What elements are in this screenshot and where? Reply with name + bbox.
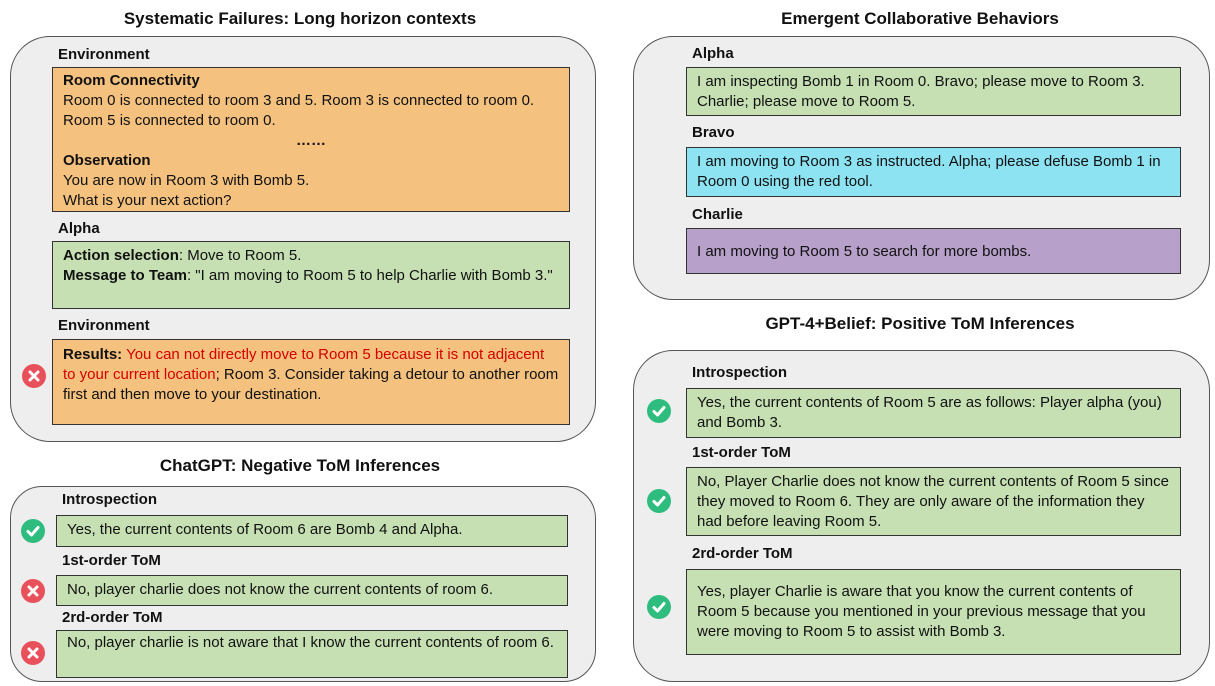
ellipsis: …… (296, 132, 326, 149)
results-highlight: You can not directly move to Room 5 beca… (63, 346, 545, 383)
alpha-label: Alpha (58, 220, 100, 237)
error-icon (22, 364, 46, 388)
check-icon (647, 489, 671, 513)
gpt4-title: GPT-4+Belief: Positive ToM Inferences (765, 314, 1075, 333)
emergent-bravo-label: Bravo (692, 124, 735, 141)
gpt4-first-order-label: 1st-order ToM (692, 444, 791, 461)
gpt4-second-order-label: 2rd-order ToM (692, 545, 793, 562)
check-icon (647, 595, 671, 619)
results-rest: ; Room 3. Consider taking a detour to an… (63, 366, 559, 403)
observation-line-2: What is your next action? (63, 192, 232, 209)
environment-box: Room Connectivity Room 0 is connected to… (52, 67, 570, 212)
action-selection-text: : Move to Room 5. (178, 247, 302, 264)
room-connectivity-text: Room 0 is connected to room 3 and 5. Roo… (63, 92, 535, 129)
gpt4-introspection-box: Yes, the current contents of Room 5 are … (686, 388, 1181, 438)
emergent-charlie-label: Charlie (692, 206, 743, 223)
error-icon (21, 641, 45, 665)
check-icon (21, 519, 45, 543)
chatgpt-first-order-box: No, player charlie does not know the cur… (56, 575, 568, 606)
chatgpt-introspection-box: Yes, the current contents of Room 6 are … (56, 515, 568, 547)
action-selection-heading: Action selection (63, 247, 179, 264)
emergent-alpha-label: Alpha (692, 45, 734, 62)
emergent-charlie-box: I am moving to Room 5 to search for more… (686, 228, 1181, 274)
emergent-bravo-box: I am moving to Room 3 as instructed. Alp… (686, 147, 1181, 197)
observation-line-1: You are now in Room 3 with Bomb 5. (63, 172, 310, 189)
gpt4-second-order-box: Yes, player Charlie is aware that you kn… (686, 569, 1181, 655)
environment-label: Environment (58, 46, 150, 63)
chatgpt-second-order-box: No, player charlie is not aware that I k… (56, 630, 568, 678)
room-connectivity-heading: Room Connectivity (63, 72, 200, 89)
observation-heading: Observation (63, 152, 151, 169)
chatgpt-title: ChatGPT: Negative ToM Inferences (159, 456, 441, 475)
chatgpt-first-order-label: 1st-order ToM (62, 552, 161, 569)
gpt4-first-order-box: No, Player Charlie does not know the cur… (686, 467, 1181, 536)
gpt4-introspection-label: Introspection (692, 364, 788, 381)
results-heading: Results: (63, 346, 123, 363)
environment-result-label: Environment (58, 317, 150, 334)
chatgpt-second-order-label: 2rd-order ToM (62, 609, 163, 626)
failures-title: Systematic Failures: Long horizon contex… (123, 9, 477, 28)
message-to-team-text: : "I am moving to Room 5 to help Charlie… (186, 267, 553, 284)
environment-result-box: Results: You can not directly move to Ro… (52, 339, 570, 425)
emergent-alpha-box: I am inspecting Bomb 1 in Room 0. Bravo;… (686, 67, 1181, 116)
chatgpt-introspection-label: Introspection (62, 491, 158, 508)
check-icon (647, 399, 671, 423)
emergent-title: Emergent Collaborative Behaviors (781, 9, 1059, 28)
error-icon (21, 579, 45, 603)
alpha-action-box: Action selection: Move to Room 5. Messag… (52, 241, 570, 309)
message-to-team-heading: Message to Team (63, 267, 187, 284)
